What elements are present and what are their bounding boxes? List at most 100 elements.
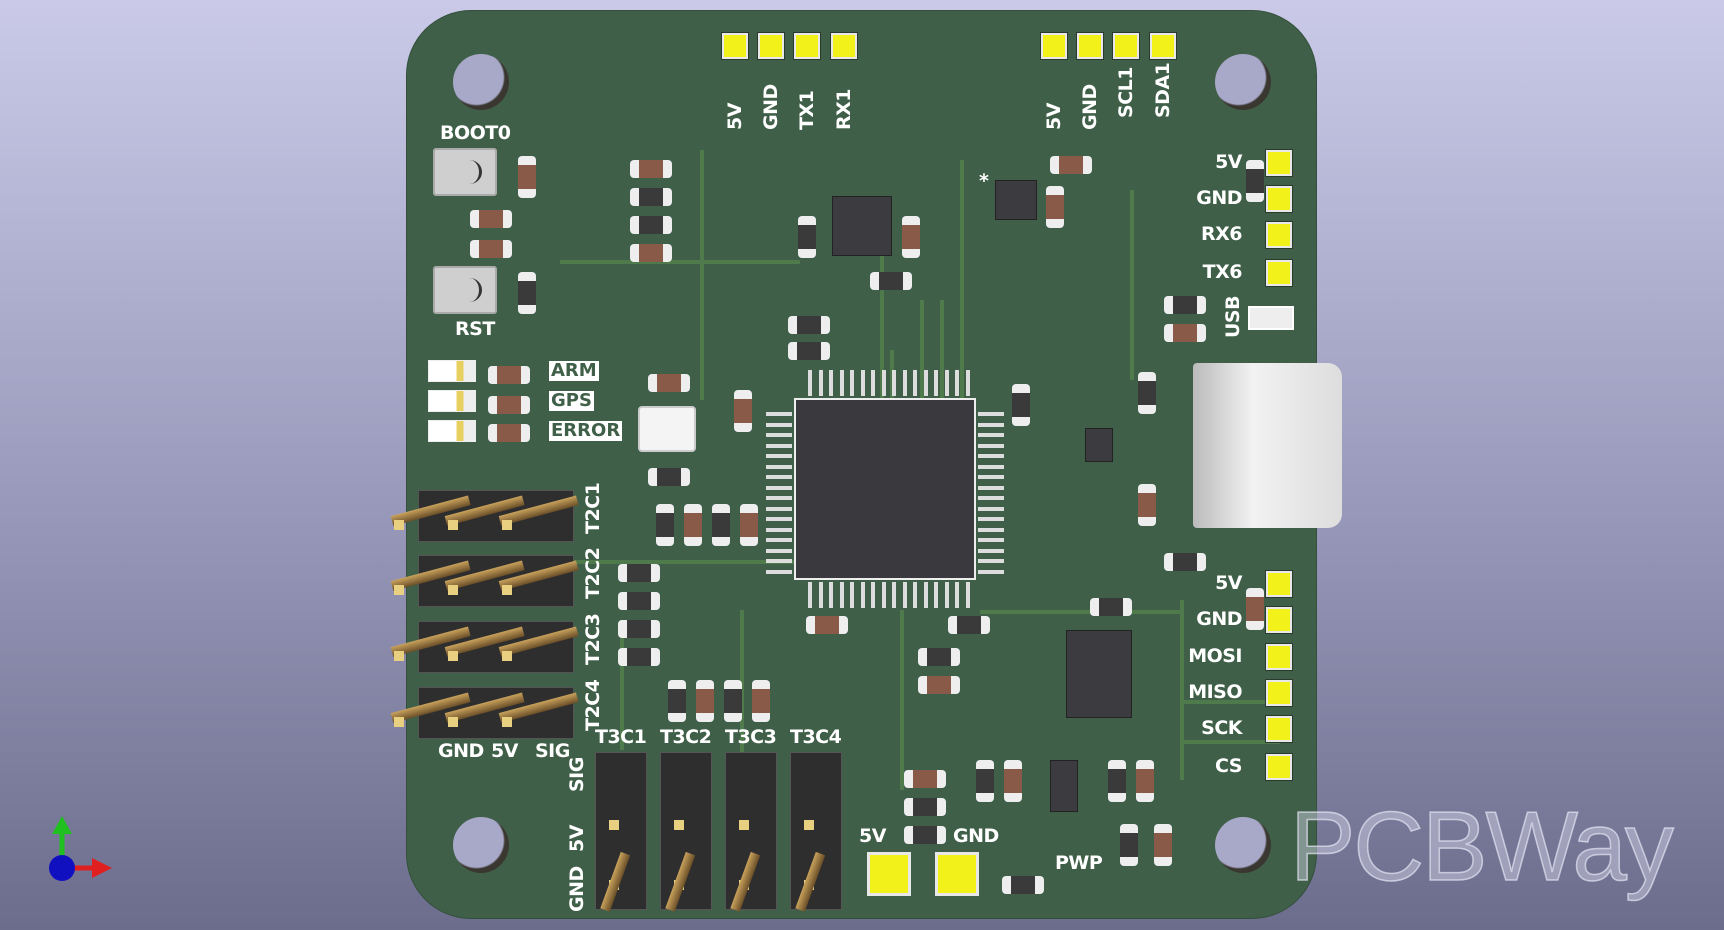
mounting-hole [1215,817,1271,873]
mcu-pin [892,370,896,396]
smd-component [1090,598,1132,616]
header-pad [1265,259,1293,287]
smd-component [712,504,730,546]
mcu-pin [978,527,1004,532]
pin-tip [448,585,458,595]
smd-component [724,680,742,722]
smd-component [948,616,990,634]
mcu-pin [860,370,865,396]
mcu-pin [902,582,907,608]
trace [880,220,884,400]
pin-header [418,621,574,673]
smd-component [1154,824,1172,866]
pin-tip [674,820,684,830]
smd-component [1050,156,1092,174]
mcu-pin [818,370,823,396]
pad-label: SCL1 [1115,67,1137,118]
pad-label: 5V [1215,151,1242,173]
pin-header [725,752,777,910]
trace [560,260,800,264]
smd-component [1246,160,1264,202]
crystal [638,406,696,452]
mcu-pin [766,454,792,458]
header-pad [1076,32,1104,60]
led [428,360,476,382]
trace [920,300,924,400]
imu-chip [832,196,892,256]
smd-component [518,156,536,198]
pad-label: GND [1079,84,1101,130]
mcu-pin [766,538,792,542]
trace [1180,600,1184,780]
mcu-pin [913,582,917,608]
mcu-pin [923,582,928,608]
smd-component [470,240,512,258]
smd-component [648,374,690,392]
mcu-pin [978,475,1004,479]
pwp-label: PWP [1055,852,1103,874]
mcu-pin [766,559,792,563]
boot0-button [433,148,497,196]
pin-label: SIG [535,740,570,762]
pin-header [418,687,574,739]
header-pad [793,32,821,60]
mcu-pin [829,370,833,396]
header-pad [1112,32,1140,60]
header-pad [1265,149,1293,177]
esd-chip [1085,428,1113,462]
mcu-pin [978,517,1004,521]
mounting-hole [453,817,509,873]
mcu-pin [965,370,970,396]
pad-label: TX1 [796,90,818,130]
mounting-hole [1215,54,1271,110]
smd-component [1164,553,1206,571]
pin-tip [804,820,814,830]
header-pad [1265,185,1293,213]
smd-component [806,616,848,634]
mcu-pin [978,538,1004,542]
smd-component [668,680,686,722]
smd-component [488,424,530,442]
power-label-gnd: GND [953,825,999,847]
pin-tip [502,585,512,595]
axis-y-arrow-icon [52,816,72,834]
smd-component [1246,588,1264,630]
smd-component [904,798,946,816]
pad-label: SCK [1201,717,1242,739]
header-label: T2C1 [582,482,604,534]
mcu-pin [766,433,792,437]
pad-label: MISO [1188,681,1242,703]
mcu-pin [808,582,812,608]
trace [940,300,944,400]
axis-x-arrow-icon [92,858,112,878]
led-label-gps: GPS [549,390,594,411]
mcu-pin [766,422,792,427]
smd-component [752,680,770,722]
mcu-pin [881,370,886,396]
pin-tip [394,717,404,727]
pad-label: SDA1 [1152,62,1174,118]
mcu-pin [934,582,938,608]
smd-component [630,160,672,178]
smd-component [630,188,672,206]
pin-header [660,752,712,910]
pin-tip [394,651,404,661]
reset-button [433,266,497,314]
mcu-pin [892,582,896,608]
mcu-pin [850,370,854,396]
smd-component [696,680,714,722]
mcu-chip [794,398,976,580]
mounting-hole [453,54,509,110]
trace [980,610,1180,614]
mcu-pin [955,370,959,396]
header-pad [1265,570,1293,598]
mcu-pin [978,548,1004,553]
smd-component [1136,760,1154,802]
pad-label: CS [1215,755,1242,777]
star-marker: * [979,170,989,192]
led-label-error: ERROR [549,420,623,441]
smd-component [1164,296,1206,314]
mcu-pin [978,569,1004,574]
smd-component [1138,484,1156,526]
smd-component [648,468,690,486]
